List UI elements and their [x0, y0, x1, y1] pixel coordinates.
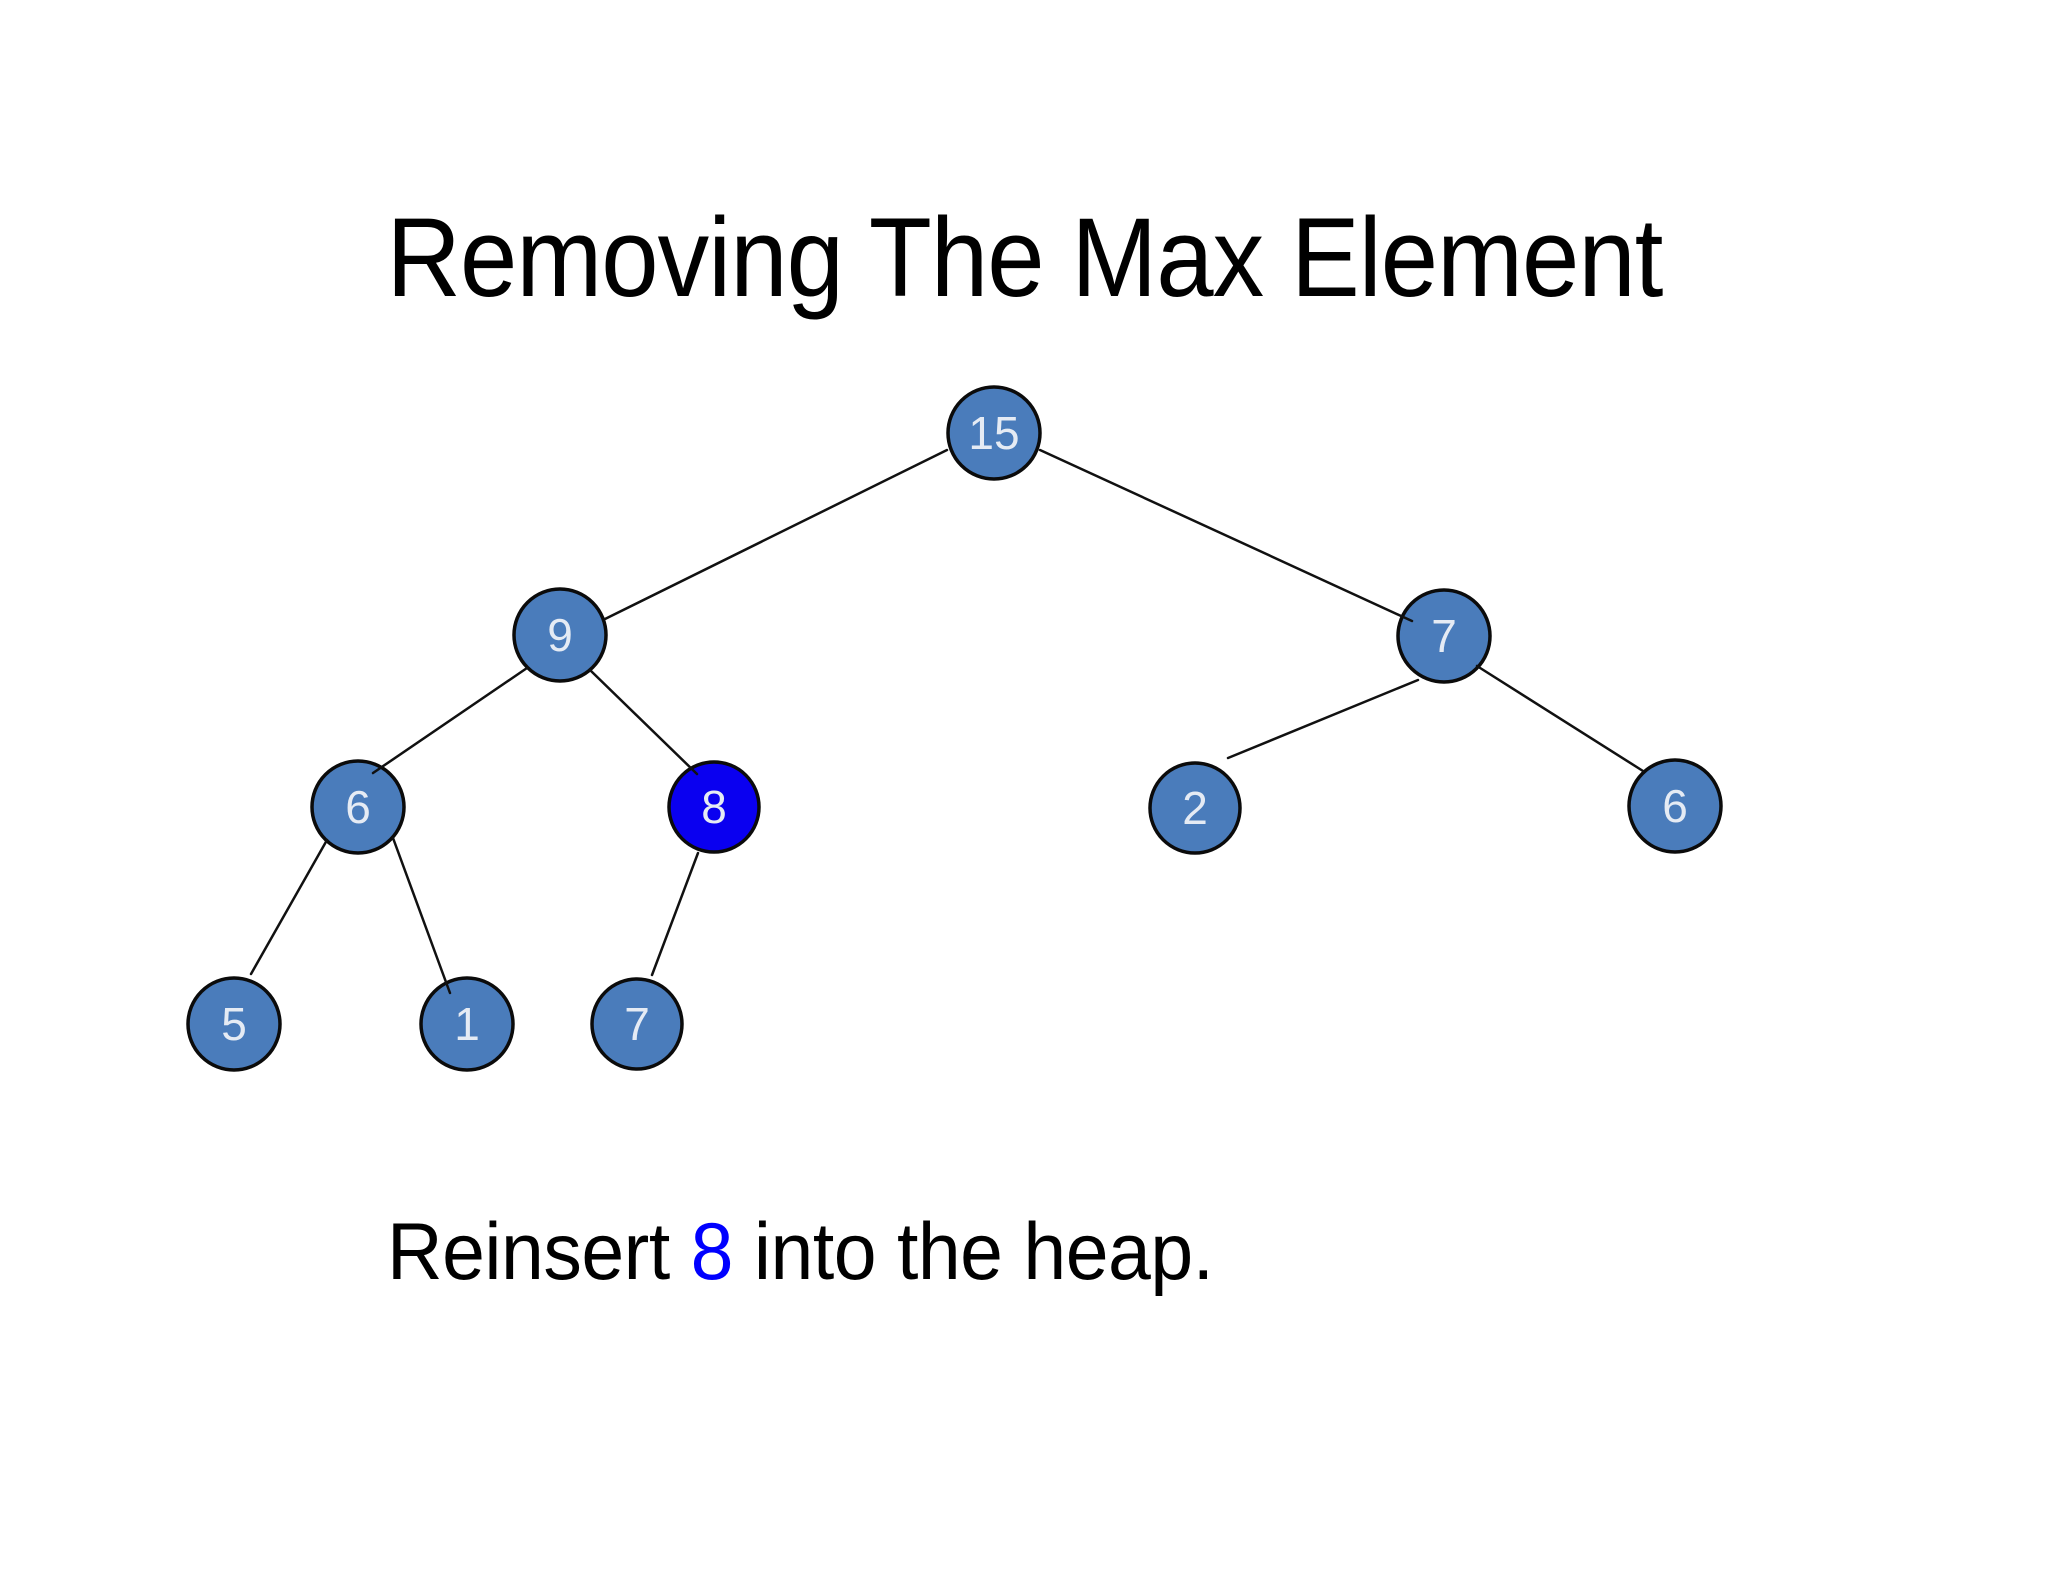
- heap-node-n15: [946, 385, 1042, 481]
- heap-edge-n6l-n5: [249, 838, 329, 976]
- caption-text: Reinsert 8 into the heap.: [387, 1212, 1214, 1293]
- heap-node-label-n8: 8: [701, 781, 727, 833]
- heap-node-label-n6r: 6: [1662, 780, 1688, 832]
- caption-suffix: into the heap.: [732, 1207, 1214, 1297]
- heap-edge-n6l-n1: [391, 836, 452, 995]
- heap-edge-n7-n6r: [1475, 664, 1645, 773]
- heap-node-label-n2: 2: [1182, 782, 1208, 834]
- heap-node-n8-highlighted: [667, 760, 761, 854]
- heap-node-label-n15: 15: [968, 407, 1019, 459]
- heap-node-label-n5: 5: [221, 998, 247, 1050]
- caption-prefix: Reinsert: [387, 1207, 691, 1297]
- heap-edge-n9-n8: [588, 668, 699, 776]
- heap-node-label-n7b: 7: [624, 998, 650, 1050]
- heap-node-n9: [512, 587, 608, 683]
- heap-node-n1: [419, 976, 515, 1072]
- heap-node-n6r: [1627, 758, 1723, 854]
- heap-node-label-n6l: 6: [345, 781, 371, 833]
- heap-edge-n15-n7: [1038, 448, 1414, 623]
- heap-node-n6l: [310, 759, 406, 855]
- heap-edge-n9-n6l: [371, 666, 529, 775]
- heap-node-n5: [186, 976, 282, 1072]
- caption-highlight-8: 8: [690, 1207, 734, 1297]
- heap-node-n7b: [590, 977, 684, 1071]
- heap-edge-n8-n7b: [650, 851, 700, 977]
- heap-edge-n15-n9: [603, 448, 949, 621]
- slide-title-text: Removing The Max Element: [385, 195, 1663, 320]
- slide-title: Removing The Max Element: [0, 202, 2048, 314]
- caption: Reinsert 8 into the heap.: [387, 1212, 1257, 1293]
- heap-node-label-n7: 7: [1431, 610, 1457, 662]
- heap-node-label-n9: 9: [547, 609, 573, 661]
- heap-node-label-n1: 1: [454, 998, 480, 1050]
- heap-edge-n7-n2: [1226, 678, 1420, 760]
- heap-node-n2: [1148, 761, 1242, 855]
- heap-node-n7: [1396, 588, 1492, 684]
